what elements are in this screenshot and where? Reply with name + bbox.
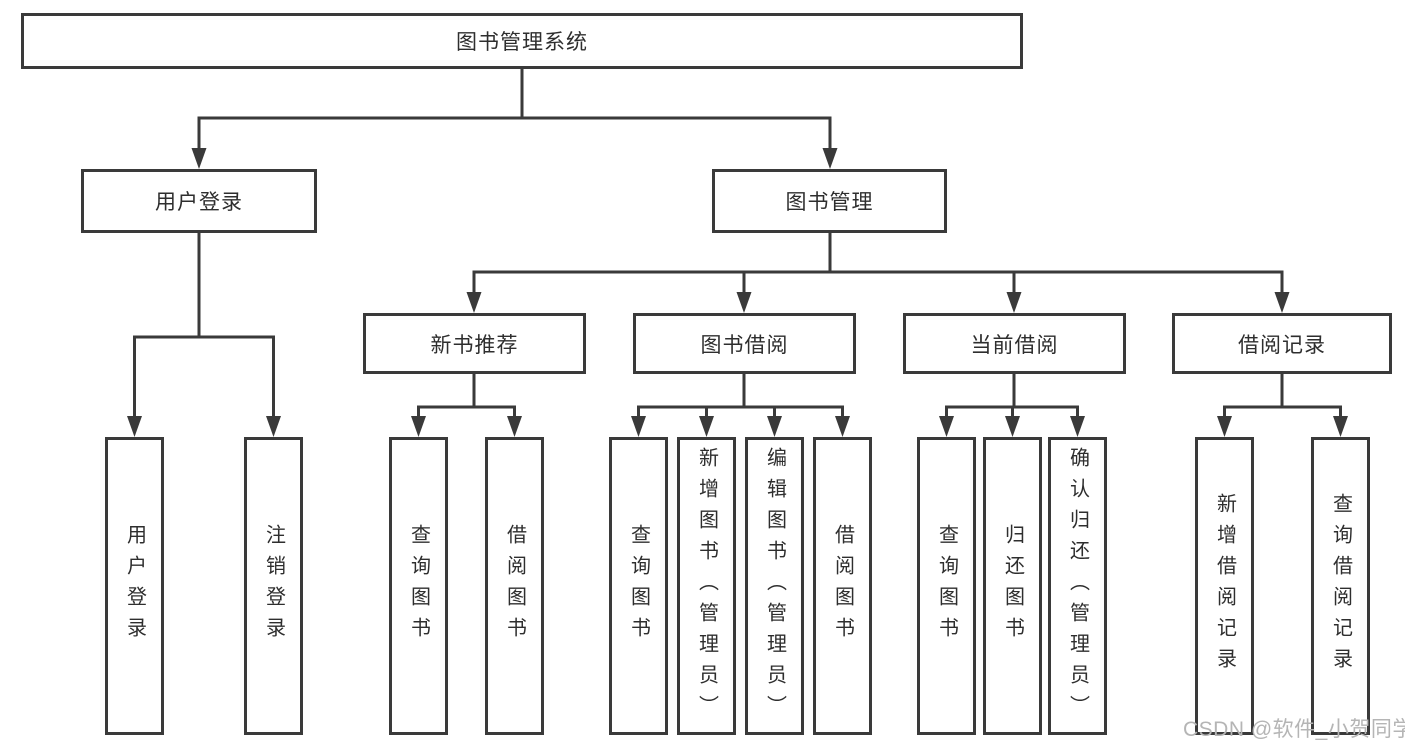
node-new-book-recommend-label: 新书推荐 [430, 333, 519, 357]
leaf-recommend-borrow-books: 借阅图书 [485, 437, 544, 735]
node-book-borrowing-label: 图书借阅 [700, 333, 789, 357]
leaf-recommend-query-books-label: 查询图书 [407, 524, 430, 648]
node-book-borrowing: 图书借阅 [633, 313, 856, 374]
node-root-system: 图书管理系统 [21, 13, 1023, 69]
leaf-borrowing-query-books: 查询图书 [609, 437, 668, 735]
leaf-add-borrow-record-label: 新增借阅记录 [1213, 493, 1236, 679]
leaf-logout-label: 注销登录 [262, 524, 285, 648]
leaf-edit-books-admin: 编辑图书（管理员） [745, 437, 804, 735]
leaf-user-login: 用户登录 [105, 437, 164, 735]
node-book-management-label: 图书管理 [785, 191, 874, 214]
leaf-current-query-books: 查询图书 [917, 437, 976, 735]
leaf-add-books-admin-label: 新增图书（管理员） [695, 446, 718, 726]
leaf-confirm-return-admin-label: 确认归还（管理员） [1066, 446, 1089, 726]
leaf-recommend-borrow-books-label: 借阅图书 [503, 524, 526, 648]
leaf-logout: 注销登录 [244, 437, 303, 735]
node-borrow-records-label: 借阅记录 [1238, 333, 1326, 357]
arrow-down-icons [127, 148, 1348, 437]
leaf-borrow-books: 借阅图书 [813, 437, 872, 735]
leaf-confirm-return-admin: 确认归还（管理员） [1048, 437, 1107, 735]
leaf-query-borrow-record: 查询借阅记录 [1311, 437, 1370, 735]
leaf-borrowing-query-books-label: 查询图书 [627, 524, 650, 648]
watermark: CSDN @软件_小贺同学 [1183, 718, 1405, 741]
connector-strokes [133, 67, 1342, 422]
node-new-book-recommend: 新书推荐 [363, 313, 586, 374]
leaf-current-query-books-label: 查询图书 [935, 524, 958, 648]
leaf-return-books-label: 归还图书 [1001, 524, 1024, 648]
node-current-borrowing-label: 当前借阅 [970, 333, 1059, 357]
node-current-borrowing: 当前借阅 [903, 313, 1126, 374]
node-book-management: 图书管理 [712, 169, 947, 233]
leaf-user-login-label: 用户登录 [123, 524, 146, 648]
leaf-recommend-query-books: 查询图书 [389, 437, 448, 735]
node-user-login-label: 用户登录 [155, 191, 243, 214]
node-root-system-label: 图书管理系统 [456, 31, 588, 54]
leaf-borrow-books-label: 借阅图书 [831, 524, 854, 648]
leaf-add-borrow-record: 新增借阅记录 [1195, 437, 1254, 735]
leaf-edit-books-admin-label: 编辑图书（管理员） [763, 446, 786, 726]
node-user-login: 用户登录 [81, 169, 317, 233]
node-borrow-records: 借阅记录 [1172, 313, 1392, 374]
leaf-add-books-admin: 新增图书（管理员） [677, 437, 736, 735]
leaf-return-books: 归还图书 [983, 437, 1042, 735]
leaf-query-borrow-record-label: 查询借阅记录 [1329, 493, 1352, 679]
